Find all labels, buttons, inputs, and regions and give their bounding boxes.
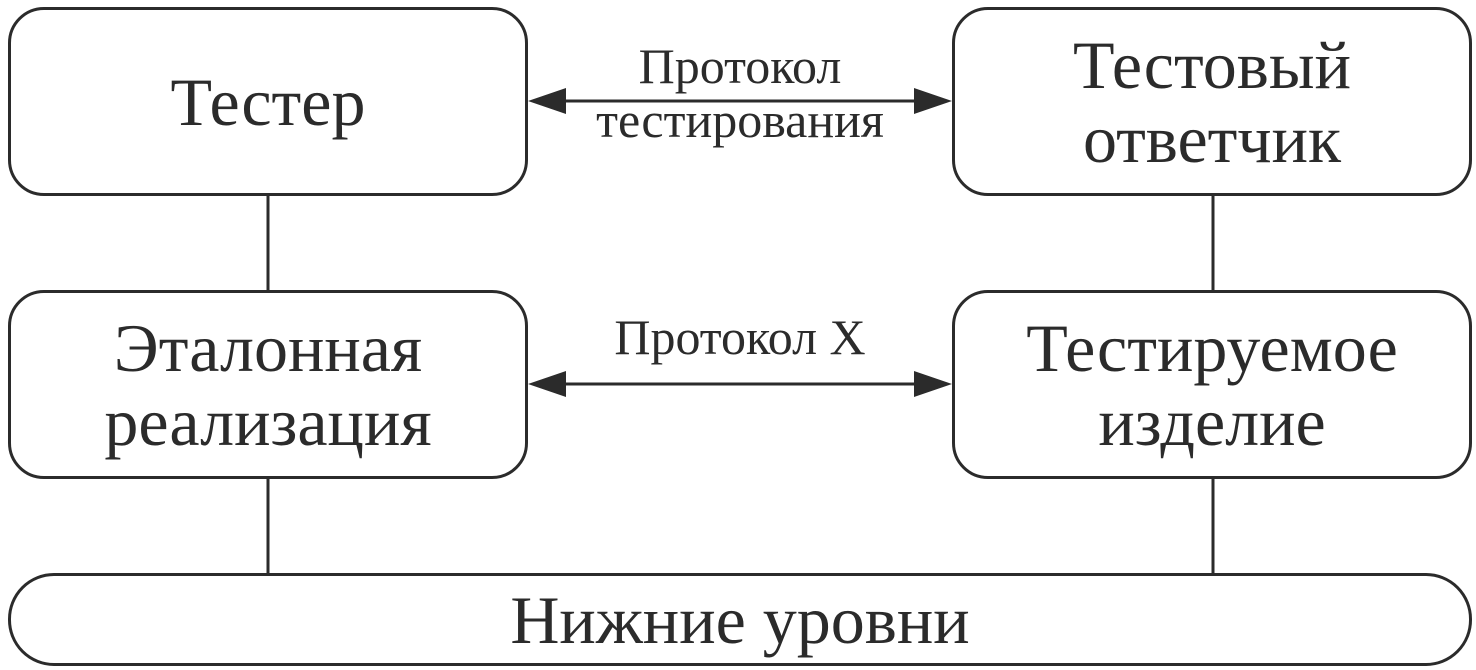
test-responder-box: Тестовый ответчик [952, 7, 1472, 196]
protocol-x-arrow [528, 371, 952, 397]
test-protocol-arrow [528, 88, 952, 114]
test-responder-label-line1: Тестовый [1072, 26, 1351, 103]
implementation-under-test-label-line2: изделие [1098, 383, 1326, 460]
lower-layers-box: Нижние уровни [8, 573, 1472, 666]
test-protocol-label: Протокол тестирования [540, 39, 940, 147]
reference-implementation-label-line2: реализация [104, 383, 432, 460]
test-protocol-label-line1: Протокол [638, 38, 842, 94]
lower-layers-label: Нижние уровни [510, 581, 970, 658]
test-protocol-label-line2: тестирования [596, 92, 884, 148]
implementation-under-test-label-line1: Тестируемое [1026, 309, 1398, 386]
protocol-x-label-line1: Протокол X [614, 309, 866, 365]
protocol-x-label: Протокол X [540, 310, 940, 364]
tester-label: Тестер [170, 63, 366, 140]
reference-implementation-box: Эталонная реализация [8, 290, 528, 479]
reference-implementation-label-line1: Эталонная [113, 309, 423, 386]
implementation-under-test-box: Тестируемое изделие [952, 290, 1472, 479]
tester-box: Тестер [8, 7, 528, 196]
test-responder-label-line2: ответчик [1082, 100, 1342, 177]
